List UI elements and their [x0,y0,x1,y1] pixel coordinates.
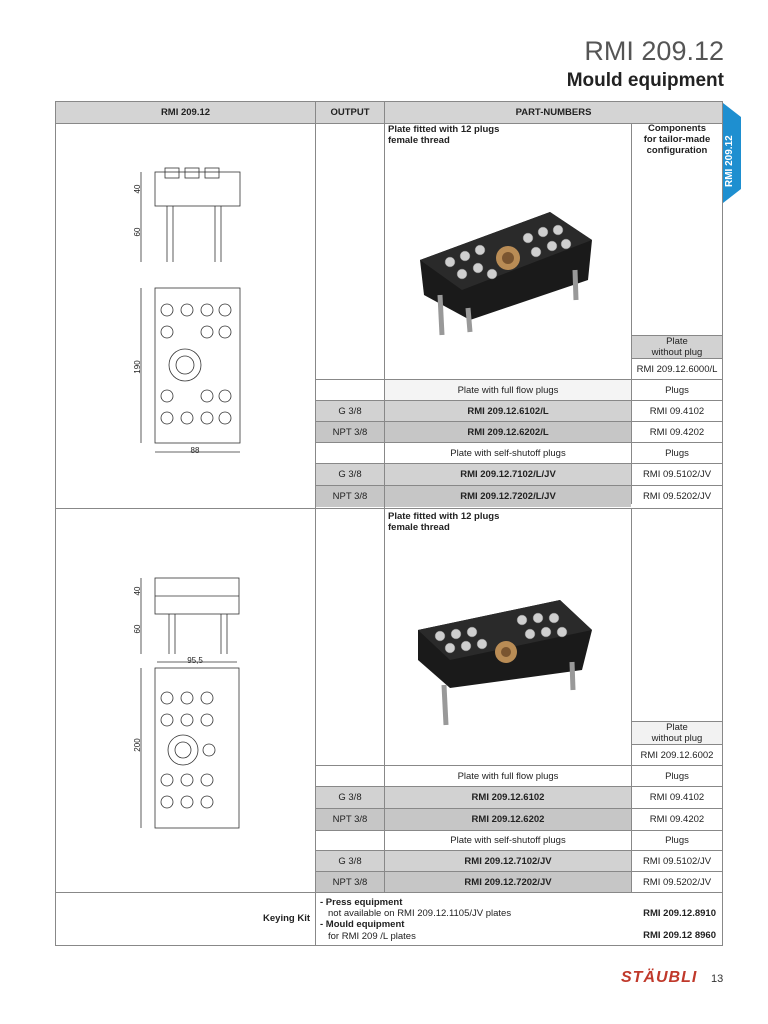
block1-output-3: G 3/8 [316,464,384,485]
block1-plug-2: RMI 09.4202 [649,426,705,438]
block2-plug-1: RMI 09.4102 [649,792,705,803]
block2-dim-95-5: 95,5 [187,655,203,665]
block2-plug-4: RMI 09.5202/JV [642,876,712,888]
block2-part-2: RMI 209.12.6202 [385,809,631,830]
side-tab-label: RMI 209.12 [724,135,735,187]
block2-plugs-label: Plugs [665,770,689,782]
block1-plate-without-plug-ref: RMI 209.12.6000/L [636,363,718,375]
block1-dim-40: 40 [132,184,142,194]
block1-dim-88: 88 [190,445,200,455]
mould-title: - Mould equipment [320,919,405,931]
block2-plug-2: RMI 09.4202 [649,814,705,825]
side-tab: RMI 209.12 [723,103,741,203]
block2-plate-without-plug: Plate without plug [632,722,722,744]
block1-part-4: RMI 209.12.7202/L/JV [385,486,631,507]
block2-output-3: G 3/8 [316,851,384,871]
block1-dim-60: 60 [132,227,142,237]
mould-ref: RMI 209.12 8960 [643,930,716,941]
block2-part-4: RMI 209.12.7202/JV [385,872,631,892]
block1-heading: Plate fitted with 12 plugs female thread [388,124,500,146]
block2-plate-without-plug-ref: RMI 209.12.6002 [640,749,714,761]
mould-note: for RMI 209 /L plates [328,930,416,942]
block2-dim-40: 40 [132,586,142,596]
block1-plug-3: RMI 09.5102/JV [642,469,712,480]
block1-output-4: NPT 3/8 [316,486,384,507]
block2-output-4: NPT 3/8 [316,872,384,892]
block1-self-shutoff-label: Plate with self-shutoff plugs [450,447,566,459]
staubli-logo: STÄUBLI [621,969,698,986]
block1-dim-190: 190 [132,360,142,374]
header-model: RMI 209.12 [56,102,315,123]
block1-full-flow-label: Plate with full flow plugs [385,380,631,400]
block2-dim-200: 200 [132,738,142,752]
block1-plugs-label-2: Plugs [665,447,689,459]
block2-plug-3: RMI 09.5102/JV [642,855,712,867]
block1-plug-1: RMI 09.4102 [649,405,705,417]
press-ref: RMI 209.12.8910 [643,908,716,919]
block2-self-shutoff-label: Plate with self-shutoff plugs [450,835,566,846]
header-output: OUTPUT [316,102,384,123]
header-part-numbers: PART-NUMBERS [385,102,722,123]
block1-part-3: RMI 209.12.7102/L/JV [385,464,631,485]
block1-output-2: NPT 3/8 [316,422,384,442]
block1-part-2: RMI 209.12.6202/L [385,422,631,442]
block2-output-1: G 3/8 [316,787,384,808]
technical-drawing-2 [140,577,240,829]
press-note: not available on RMI 209.12.1105/JV plat… [328,908,512,920]
block2-plugs-label-2: Plugs [665,835,689,846]
technical-drawing-1 [140,167,241,453]
plate-photo-1 [420,212,592,336]
block1-plugs-label: Plugs [665,384,689,396]
keying-kit-label: Keying Kit [263,912,310,924]
block2-part-1: RMI 209.12.6102 [385,787,631,808]
block1-output-1: G 3/8 [316,401,384,421]
keying-details: - Press equipment not available on RMI 2… [320,897,511,942]
components-note: Components for tailor-made configuration [643,123,711,156]
plate-photo-2 [418,600,592,726]
page-title: RMI 209.12 [584,36,724,66]
block2-heading: Plate fitted with 12 plugs female thread [388,511,500,533]
press-title: - Press equipment [320,897,403,908]
block2-full-flow-label: Plate with full flow plugs [457,770,559,782]
block2-part-3: RMI 209.12.7102/JV [385,851,631,871]
block1-plug-4: RMI 09.5202/JV [642,491,712,502]
page-number: 13 [711,973,724,985]
parts-table [55,101,723,946]
page-subtitle: Mould equipment [566,70,724,91]
block2-dim-60: 60 [132,624,142,634]
block2-output-2: NPT 3/8 [316,809,384,830]
block1-part-1: RMI 209.12.6102/L [385,401,631,421]
block1-plate-without-plug: Plate without plug [632,336,722,358]
